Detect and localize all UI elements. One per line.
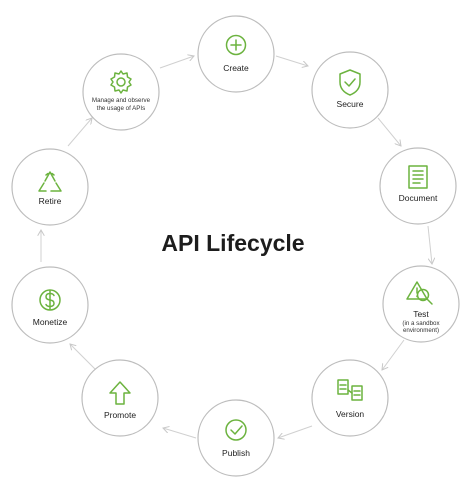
arrow-publish-to-promote — [163, 428, 197, 439]
gear-icon — [110, 70, 132, 94]
check-circle-icon — [225, 419, 247, 441]
stage-test: Test (in a sandbox environment) — [382, 265, 460, 343]
arrow-create-to-secure — [275, 55, 308, 66]
diagram-title: API Lifecycle — [161, 230, 304, 256]
stage-publish-label: Publish — [222, 448, 250, 458]
arrow-manage-to-create — [159, 56, 194, 69]
stage-document-label: Document — [399, 193, 438, 203]
stage-secure-label: Secure — [337, 99, 364, 109]
stage-retire-label: Retire — [39, 196, 62, 206]
stage-manage-label-line-1: Manage and observe — [92, 97, 151, 104]
stage-monetize-label: Monetize — [33, 317, 68, 327]
arrow-test-to-version — [382, 339, 405, 370]
stage-version: Version — [311, 359, 389, 437]
cycle-arrows — [41, 56, 432, 438]
stage-create-label: Create — [223, 63, 249, 73]
stage-create: Create — [197, 15, 275, 93]
recycle-icon — [38, 171, 62, 192]
stage-promote-label: Promote — [104, 410, 136, 420]
stage-retire: Retire — [11, 148, 89, 226]
stage-secure: Secure — [311, 51, 389, 129]
warning-magnifier-icon — [406, 281, 433, 305]
stage-test-sublabel-line-2: environment) — [403, 327, 439, 334]
arrow-secure-to-document — [377, 117, 401, 146]
stage-test-label: Test — [413, 309, 429, 319]
plus-circle-icon — [225, 34, 247, 56]
document-icon — [408, 165, 428, 189]
stage-version-label: Version — [336, 409, 365, 419]
arrow-retire-to-manage — [67, 118, 92, 147]
shield-check-icon — [339, 69, 361, 96]
stage-publish: Publish — [197, 399, 275, 477]
stage-monetize: Monetize — [11, 266, 89, 344]
stage-manage-label-line-2: the usage of APIs — [97, 105, 146, 112]
arrow-version-to-publish — [278, 425, 313, 438]
stage-document: Document — [379, 147, 457, 225]
arrow-up-icon — [109, 381, 131, 405]
stage-test-sublabel-line-1: (in a sandbox — [402, 320, 440, 327]
stage-manage-observe: Manage and observe the usage of APIs — [82, 53, 160, 131]
file-versions-icon — [337, 379, 363, 401]
stage-promote: Promote — [81, 359, 159, 437]
dollar-circle-icon — [39, 289, 61, 311]
arrow-document-to-test — [427, 225, 432, 264]
arrow-promote-to-monetize — [70, 344, 97, 371]
